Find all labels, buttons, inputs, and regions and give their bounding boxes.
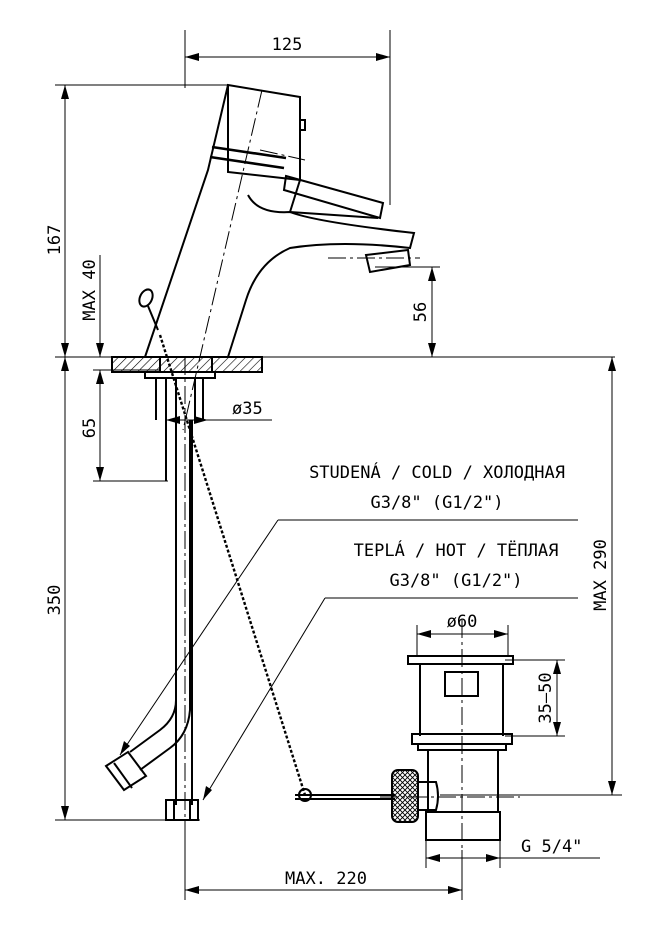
dim-max-40: MAX 40 [80,259,100,320]
dim-range-35-50: 35–50 [536,672,556,723]
faucet-body [104,83,420,825]
dim-height-total: 167 [45,225,65,256]
dim-width-top: 125 [272,35,303,55]
hot-label-title: TEPLÁ / HOT / ТЁПЛАЯ [354,539,559,561]
dim-length-350: 350 [45,585,65,616]
dim-diameter-35: ø35 [232,399,263,419]
dimension-labels: 125 167 MAX 40 56 65 ø35 350 MAX 290 ø60… [45,35,611,889]
dim-spout-height: 56 [411,302,431,322]
dim-diameter-60: ø60 [447,612,478,632]
popup-rod [158,334,395,802]
dim-max-220: MAX. 220 [285,869,367,889]
waste-drain [380,620,520,850]
dim-depth-65: 65 [80,418,100,438]
dim-thread-g54: G 5/4" [521,837,582,857]
hot-label-thread: G3/8" (G1/2") [389,571,522,591]
dim-max-290: MAX 290 [591,539,611,611]
cold-label-title: STUDENÁ / COLD / ХОЛОДНАЯ [309,461,565,483]
cold-label-thread: G3/8" (G1/2") [370,493,503,513]
